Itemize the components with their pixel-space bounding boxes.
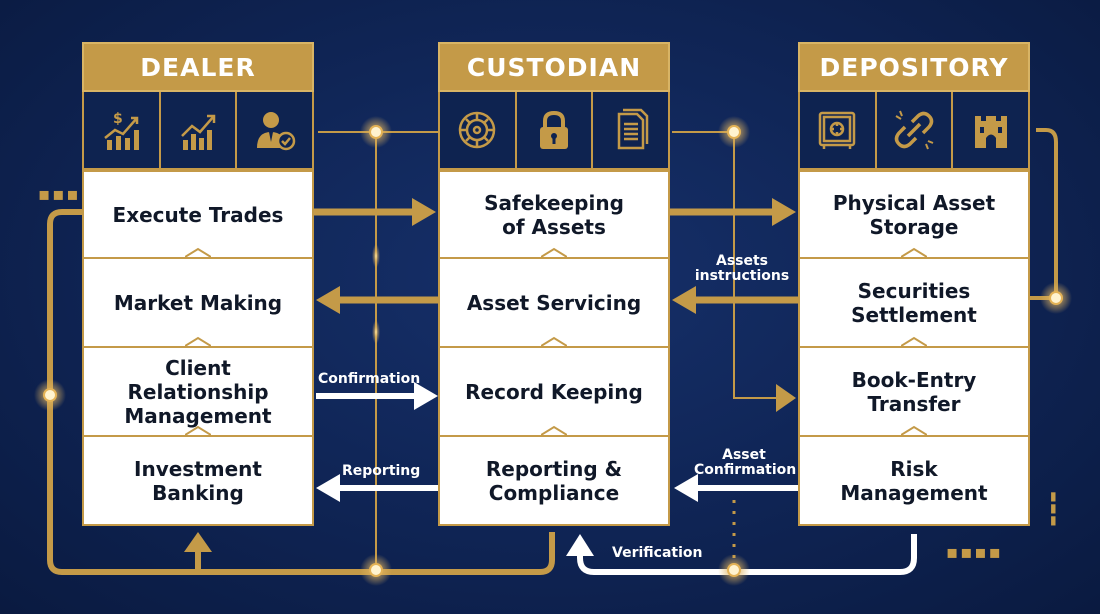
glow-node-core xyxy=(43,388,57,402)
custodian-row-asset-servicing: Asset Servicing xyxy=(438,259,670,348)
row-label: Reporting & Compliance xyxy=(485,456,623,505)
row-divider-notch xyxy=(185,336,211,347)
dealer-header: DEALER xyxy=(82,42,314,92)
custodian-depository-vline xyxy=(672,131,780,399)
glow-node-core xyxy=(369,563,383,577)
decorative-dashes-vertical: ▮▮▮ xyxy=(1050,489,1057,527)
glow-spark xyxy=(372,244,380,268)
verification-arrowhead xyxy=(566,534,594,556)
decorative-dashes: ▪▪▪▪ xyxy=(946,542,1003,563)
depository-right-loop xyxy=(1020,128,1058,300)
storage-arrowhead xyxy=(772,198,796,226)
dealer-icon-row: $ xyxy=(82,92,314,170)
depository-row-book-entry: Book-Entry Transfer xyxy=(798,348,1030,437)
safe-icon xyxy=(800,92,877,168)
dealer-loop-line xyxy=(47,209,555,575)
loop-arrowhead-dealer xyxy=(184,532,212,552)
row-divider-notch xyxy=(185,247,211,258)
dealer-row-client-relationship: Client Relationship Management xyxy=(82,348,314,437)
row-label: Risk Management xyxy=(840,456,988,505)
glow-node-core xyxy=(1049,291,1063,305)
custodian-row-record-keeping: Record Keeping xyxy=(438,348,670,437)
row-label: Book-Entry Transfer xyxy=(851,367,977,416)
depository-icon-row xyxy=(798,92,1030,170)
row-label: Investment Banking xyxy=(134,456,262,505)
assets-instructions-label: Assets instructions xyxy=(694,253,790,284)
verification-label: Verification xyxy=(612,545,703,561)
asset-confirmation-label: Asset Confirmation xyxy=(694,447,797,478)
row-divider-notch xyxy=(901,247,927,258)
vault-dial-icon xyxy=(440,92,517,168)
row-label: Client Relationship Management xyxy=(124,355,272,428)
depository-row-risk-management: Risk Management xyxy=(798,437,1030,526)
dealer-column: DEALER $ xyxy=(82,42,314,526)
asset-confirmation-arrowhead xyxy=(674,474,698,502)
glow-nodes xyxy=(34,116,1072,586)
depository-column: DEPOSITORY xyxy=(798,42,1030,526)
businessman-check-icon xyxy=(237,92,312,168)
row-divider-notch xyxy=(901,425,927,436)
glow-node-core xyxy=(369,125,383,139)
row-label: Market Making xyxy=(113,290,283,315)
row-label: Securities Settlement xyxy=(851,278,977,327)
row-divider-notch xyxy=(185,425,211,436)
reporting-label: Reporting xyxy=(342,463,421,479)
row-label: Asset Servicing xyxy=(466,290,642,315)
depository-row-securities-settlement: Securities Settlement xyxy=(798,259,1030,348)
row-label: Physical Asset Storage xyxy=(832,190,996,239)
depository-header: DEPOSITORY xyxy=(798,42,1030,92)
chain-link-icon xyxy=(877,92,954,168)
trades-arrowhead xyxy=(412,198,436,226)
confirmation-label: Confirmation xyxy=(318,371,421,387)
dealer-row-execute-trades: Execute Trades xyxy=(82,170,314,259)
row-label: Execute Trades xyxy=(112,202,284,227)
growth-chart-icon xyxy=(161,92,238,168)
custodian-column: CUSTODIAN xyxy=(438,42,670,526)
depository-row-physical-storage: Physical Asset Storage xyxy=(798,170,1030,259)
book-entry-arrowhead xyxy=(776,384,796,412)
settlement-left-arrowhead xyxy=(672,286,696,314)
decorative-dashes: ▪▪▪ xyxy=(38,184,81,205)
custodian-row-safekeeping: Safekeeping of Assets xyxy=(438,170,670,259)
custodian-row-reporting-compliance: Reporting & Compliance xyxy=(438,437,670,526)
row-divider-notch xyxy=(541,425,567,436)
dealer-row-market-making: Market Making xyxy=(82,259,314,348)
svg-text:$: $ xyxy=(113,111,123,127)
row-divider-notch xyxy=(541,336,567,347)
dealer-row-investment-banking: Investment Banking xyxy=(82,437,314,526)
documents-icon xyxy=(593,92,668,168)
glow-spark xyxy=(372,320,380,344)
row-label: Safekeeping of Assets xyxy=(484,190,624,239)
reporting-arrowhead xyxy=(316,474,340,502)
glow-node-core xyxy=(727,563,741,577)
padlock-icon xyxy=(517,92,594,168)
custodian-header: CUSTODIAN xyxy=(438,42,670,92)
castle-icon xyxy=(953,92,1028,168)
servicing-arrowhead xyxy=(316,286,340,314)
row-label: Record Keeping xyxy=(465,379,643,404)
glow-node-core xyxy=(727,125,741,139)
custodian-icon-row xyxy=(438,92,670,170)
confirmation-arrowhead xyxy=(414,382,438,410)
row-divider-notch xyxy=(541,247,567,258)
row-divider-notch xyxy=(901,336,927,347)
dollar-growth-chart-icon: $ xyxy=(84,92,161,168)
